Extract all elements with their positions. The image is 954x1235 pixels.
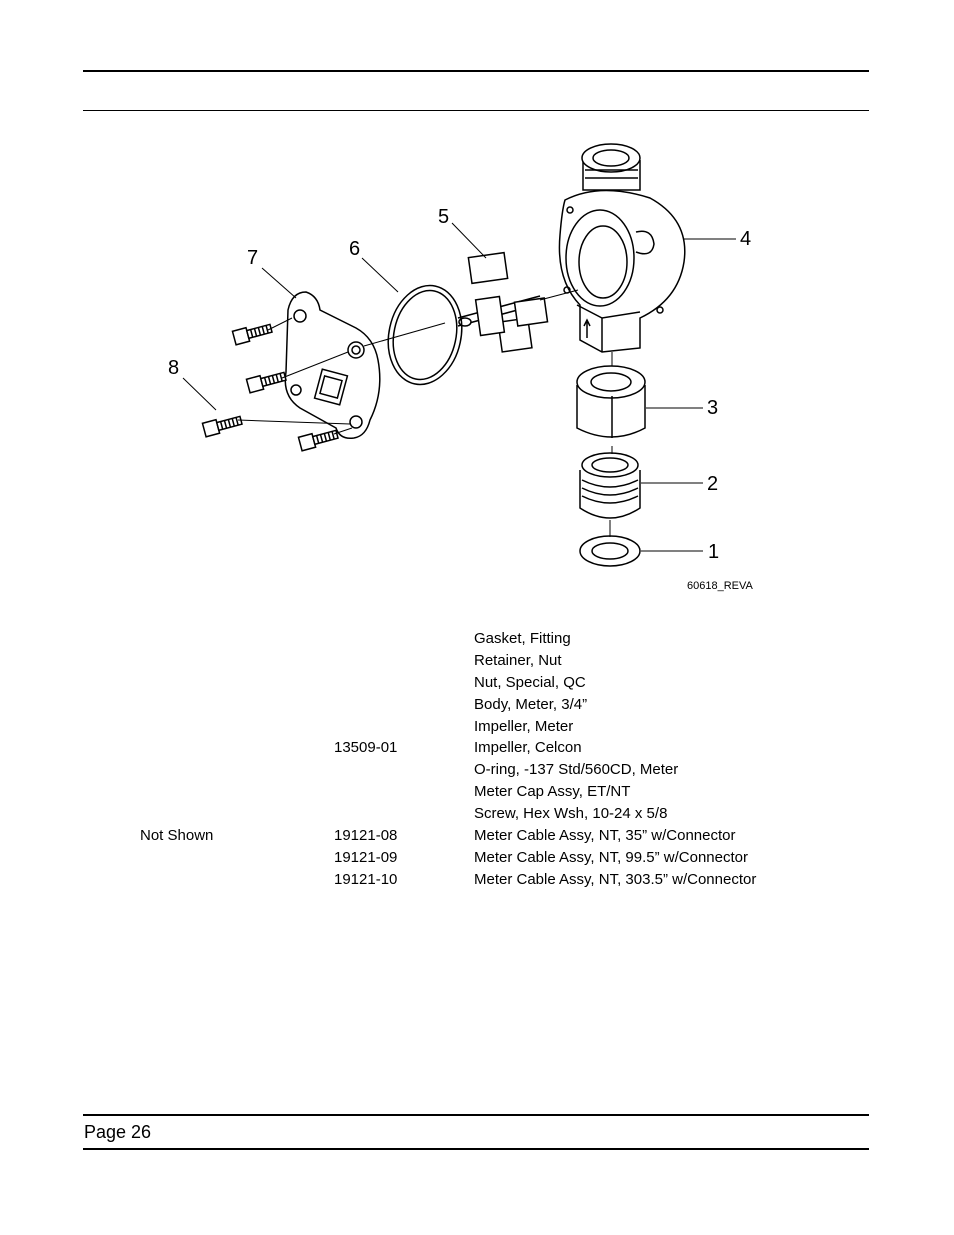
description-cell: Impeller, Celcon <box>474 739 582 757</box>
parts-row: O-ring, -137 Std/560CD, Meter <box>0 759 954 781</box>
screws-drawing <box>201 323 339 452</box>
callout-6: 6 <box>349 238 360 260</box>
parts-row: Nut, Special, QC <box>0 672 954 694</box>
callout-7: 7 <box>247 247 258 269</box>
parts-row: Screw, Hex Wsh, 10-24 x 5/8 <box>0 803 954 825</box>
parts-row: Not Shown 19121-08 Meter Cable Assy, NT,… <box>0 825 954 847</box>
description-cell: Retainer, Nut <box>474 651 562 669</box>
item-cell: Not Shown <box>140 827 214 845</box>
callout-4: 4 <box>740 228 751 250</box>
exploded-parts-diagram: 1 2 3 4 5 6 7 8 60618_REVA <box>168 143 754 592</box>
parts-row: 13509-01 Impeller, Celcon <box>0 737 954 759</box>
header-rule-top <box>83 70 869 72</box>
o-ring-drawing <box>387 284 463 386</box>
footer-rule-top <box>83 1114 869 1116</box>
description-cell: Meter Cable Assy, NT, 99.5” w/Connector <box>474 848 748 866</box>
header-rule-bottom <box>83 110 869 111</box>
part-number-cell: 19121-08 <box>334 827 398 845</box>
callout-3: 3 <box>707 397 718 419</box>
description-cell: Gasket, Fitting <box>474 630 571 647</box>
callout-8: 8 <box>168 357 179 379</box>
footer-rule-bottom <box>83 1148 869 1150</box>
part-number-cell: 13509-01 <box>334 739 398 757</box>
special-nut-drawing <box>576 365 646 438</box>
retainer-nut-drawing <box>579 452 641 519</box>
callout-2: 2 <box>707 473 718 495</box>
page-number: Page 26 <box>84 1122 152 1142</box>
description-cell: Impeller, Meter <box>474 717 574 735</box>
description-cell: O-ring, -137 Std/560CD, Meter <box>474 761 679 779</box>
part-number-cell: 19121-10 <box>334 870 398 888</box>
description-cell: Body, Meter, 3/4” <box>474 695 588 713</box>
figure-id: 60618_REVA <box>687 580 754 592</box>
description-cell: Meter Cap Assy, ET/NT <box>474 783 631 801</box>
meter-cap-drawing <box>284 291 381 440</box>
callout-5: 5 <box>438 206 449 228</box>
callout-1: 1 <box>708 541 719 563</box>
parts-list: Gasket, Fitting Retainer, Nut Nut, Speci… <box>0 628 954 891</box>
parts-row: Meter Cap Assy, ET/NT <box>0 781 954 803</box>
leader-lines <box>182 222 736 552</box>
parts-row: Gasket, Fitting <box>0 628 954 650</box>
description-cell: Meter Cable Assy, NT, 35” w/Connector <box>474 827 736 845</box>
gasket-fitting-drawing <box>579 535 641 567</box>
meter-body-drawing <box>558 143 686 353</box>
description-cell: Meter Cable Assy, NT, 303.5” w/Connector <box>474 870 757 888</box>
parts-row: Body, Meter, 3/4” <box>0 694 954 716</box>
impeller-drawing <box>457 251 549 353</box>
parts-row: Retainer, Nut <box>0 650 954 672</box>
description-cell: Nut, Special, QC <box>474 673 586 691</box>
part-number-cell: 19121-09 <box>334 848 398 866</box>
parts-row: 19121-10 Meter Cable Assy, NT, 303.5” w/… <box>0 869 954 891</box>
parts-row: Impeller, Meter <box>0 716 954 738</box>
parts-row: 19121-09 Meter Cable Assy, NT, 99.5” w/C… <box>0 847 954 869</box>
description-cell: Screw, Hex Wsh, 10-24 x 5/8 <box>474 805 668 823</box>
